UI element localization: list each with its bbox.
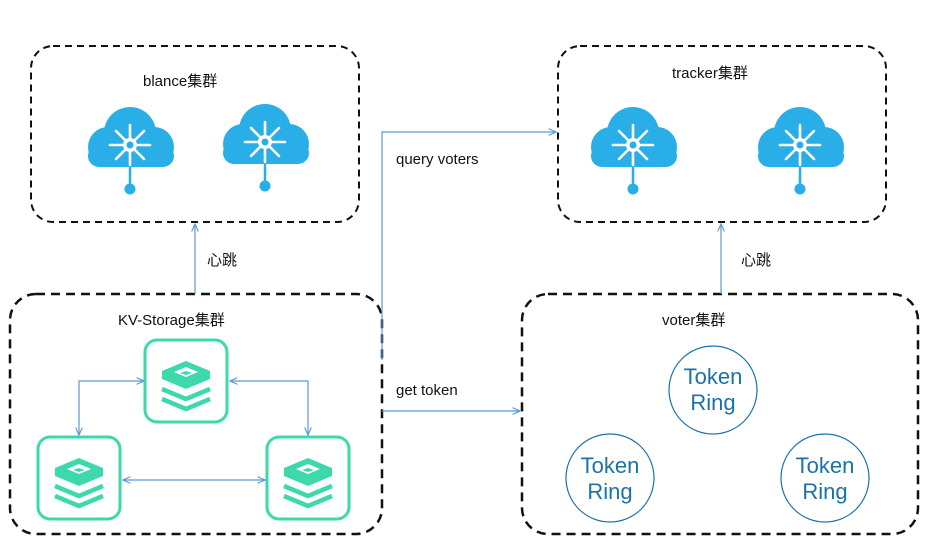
token-ring-label: Token Ring xyxy=(565,453,655,505)
voter-cluster-title: voter集群 xyxy=(662,312,726,329)
query-voters-arrow xyxy=(381,132,556,360)
token-ring-circle xyxy=(668,345,758,435)
cloud-hub-icon xyxy=(756,105,846,196)
kv-storage-cluster-box xyxy=(8,292,384,536)
storage-stack-icon xyxy=(38,437,120,519)
token-ring-circle xyxy=(780,433,870,523)
voter-cluster-box xyxy=(520,292,920,536)
token-ring-line2: Ring xyxy=(802,479,848,504)
token-ring-label: Token Ring xyxy=(780,453,870,505)
cloud-hub-icon xyxy=(589,105,679,196)
heartbeat-label-left: 心跳 xyxy=(207,252,238,269)
kv-link-right xyxy=(230,381,308,435)
token-ring-line1: Token xyxy=(580,453,640,478)
tracker-cluster-box xyxy=(557,45,887,223)
token-ring-line2: Ring xyxy=(690,390,736,415)
token-ring-circle xyxy=(565,433,655,523)
balance-cluster-title: blance集群 xyxy=(143,73,218,90)
balance-cluster-box xyxy=(30,45,360,223)
kv-storage-cluster-title: KV-Storage集群 xyxy=(118,312,225,329)
kv-link-left xyxy=(79,381,144,435)
storage-stack-icon xyxy=(145,340,227,422)
tracker-cluster-title: tracker集群 xyxy=(672,65,748,82)
token-ring-line1: Token xyxy=(683,364,743,389)
cloud-hub-icon xyxy=(86,105,176,196)
token-ring-line1: Token xyxy=(795,453,855,478)
token-ring-label: Token Ring xyxy=(668,364,758,416)
token-ring-line2: Ring xyxy=(587,479,633,504)
cloud-hub-icon xyxy=(221,102,311,193)
query-voters-label: query voters xyxy=(396,151,479,168)
get-token-label: get token xyxy=(396,382,458,399)
storage-stack-icon xyxy=(267,437,349,519)
heartbeat-label-right: 心跳 xyxy=(741,252,772,269)
